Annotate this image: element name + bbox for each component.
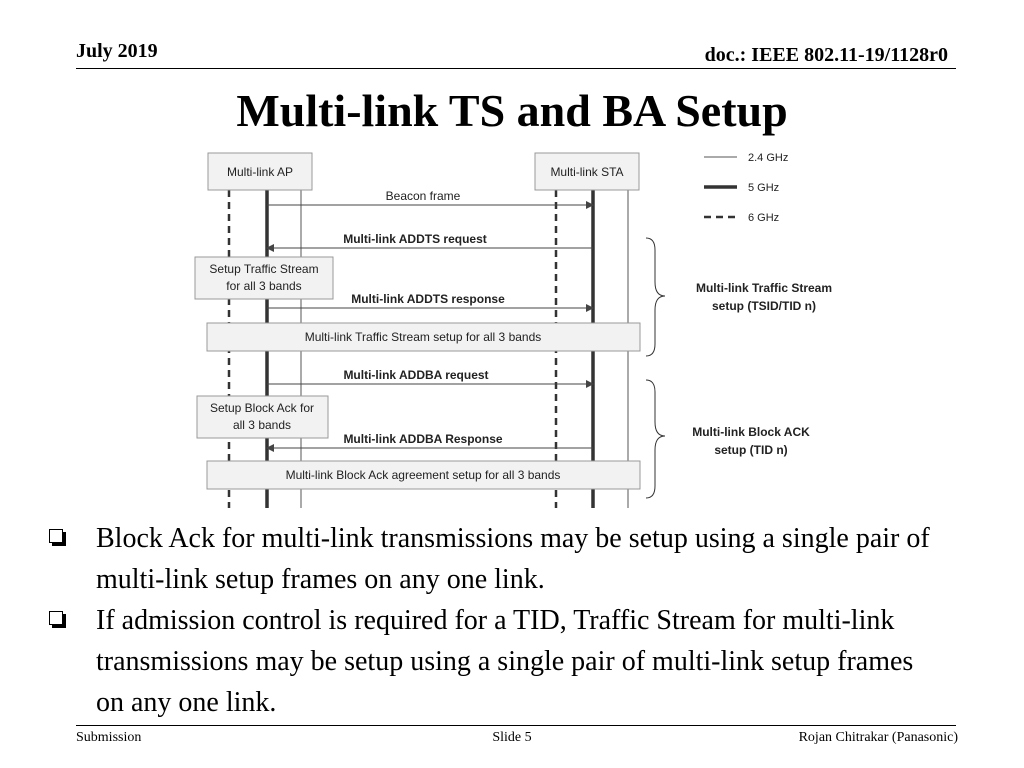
checkbox-bullet-icon xyxy=(49,529,63,543)
legend-label-6ghz: 6 GHz xyxy=(748,212,779,224)
legend-label-2g4: 2.4 GHz xyxy=(748,152,788,164)
note-setup-ba-line2: all 3 bands xyxy=(233,418,291,432)
footer-slide-number: Slide 5 xyxy=(492,730,532,745)
brace-traffic-stream xyxy=(645,237,666,357)
note-setup-ba-line1: Setup Block Ack for xyxy=(210,401,314,415)
header-date: July 2019 xyxy=(76,40,158,62)
note-setup-ts-line2: for all 3 bands xyxy=(226,279,301,293)
sta-box xyxy=(534,152,640,191)
footer-submission: Submission xyxy=(76,730,142,745)
footer-rule xyxy=(76,725,956,726)
note-setup-traffic-stream xyxy=(194,256,334,300)
ap-label: Multi-link AP xyxy=(227,165,293,179)
header-rule xyxy=(76,68,956,69)
brace-block-ack xyxy=(645,379,666,499)
bullet-list: Block Ack for multi-link transmissions m… xyxy=(46,518,946,723)
bullet-text: If admission control is required for a T… xyxy=(96,605,914,718)
brace-ba-line1: Multi-link Block ACK xyxy=(692,425,810,439)
sta-label: Multi-link STA xyxy=(550,165,623,179)
brace-ba-line2: setup (TID n) xyxy=(714,443,787,457)
bullet-item: Block Ack for multi-link transmissions m… xyxy=(46,518,946,600)
msg-addba-request-label: Multi-link ADDBA request xyxy=(343,368,488,382)
ap-box xyxy=(207,152,313,191)
header-doc-id: doc.: IEEE 802.11-19/1128r0 xyxy=(704,44,948,66)
footer-author: Rojan Chitrakar (Panasonic) xyxy=(798,730,958,745)
msg-addba-response-label: Multi-link ADDBA Response xyxy=(343,432,502,446)
bar-block-ack-agreement xyxy=(206,460,641,490)
note-setup-block-ack xyxy=(196,395,329,439)
bullet-item: If admission control is required for a T… xyxy=(46,600,946,723)
bar-ts-label: Multi-link Traffic Stream setup for all … xyxy=(305,330,542,344)
brace-ts-line2: setup (TSID/TID n) xyxy=(712,299,816,313)
msg-addts-response-label: Multi-link ADDTS response xyxy=(351,292,505,306)
msg-beacon-label: Beacon frame xyxy=(386,189,461,203)
note-setup-ts-line1: Setup Traffic Stream xyxy=(209,262,318,276)
checkbox-bullet-icon xyxy=(49,611,63,625)
msg-addts-request-label: Multi-link ADDTS request xyxy=(343,232,487,246)
slide-title: Multi-link TS and BA Setup xyxy=(236,85,788,136)
bullet-text: Block Ack for multi-link transmissions m… xyxy=(96,523,930,595)
brace-ts-line1: Multi-link Traffic Stream xyxy=(696,281,832,295)
bar-ba-label: Multi-link Block Ack agreement setup for… xyxy=(286,468,561,482)
bar-traffic-stream-setup xyxy=(206,322,641,352)
legend-label-5ghz: 5 GHz xyxy=(748,182,779,194)
